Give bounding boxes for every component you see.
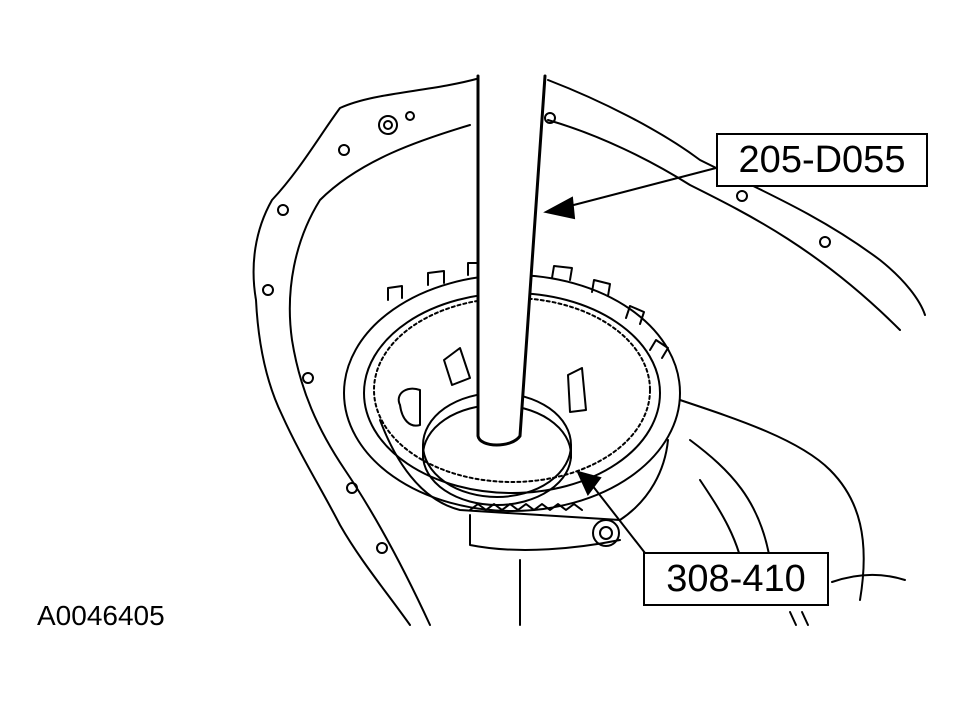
ring-lug [551,265,573,281]
lower-housing-edge [469,514,621,551]
carrier-post [443,347,471,386]
bolt-hole [376,542,388,554]
housing-line [831,573,906,583]
lower-gear-teeth [469,503,583,511]
ring-lug [625,305,645,325]
housing-line [789,611,809,626]
bolt-hole [383,120,393,130]
handle-shaft [476,74,547,447]
figure-id: A0046405 [37,600,165,631]
bolt-hole [405,111,415,121]
callout-leader-b [591,484,653,563]
bolt-hole [599,526,613,540]
bolt-hole [819,236,831,248]
ring-lug [427,270,445,286]
bolt-hole [277,204,289,216]
callout-label-205-d055: 205-D055 [716,133,928,187]
callout-label-308-410: 308-410 [643,552,829,606]
lower-housing [379,419,669,521]
bolt-hole [378,115,398,135]
housing-flange-inner-right [547,119,901,331]
carrier-post [397,387,421,427]
carrier-post [567,367,587,413]
housing-flange-outer [252,77,481,626]
callout-arrowhead-b [576,470,602,496]
housing-flange-outer-right [547,79,926,316]
bolt-hole [262,284,274,296]
bolt-hole [736,190,748,202]
bolt-hole [544,112,556,124]
bolt-hole [338,144,350,156]
bolt-hole [346,482,358,494]
callout-arrowhead-a [543,196,576,220]
housing-flange-inner [288,124,471,626]
housing-line [689,439,771,561]
ring-lug [591,279,611,297]
callout-leader-a [565,167,717,208]
housing-line [679,399,865,601]
ring-lug [387,285,403,301]
bolt-hole [302,372,314,384]
ring-lug [649,339,669,359]
